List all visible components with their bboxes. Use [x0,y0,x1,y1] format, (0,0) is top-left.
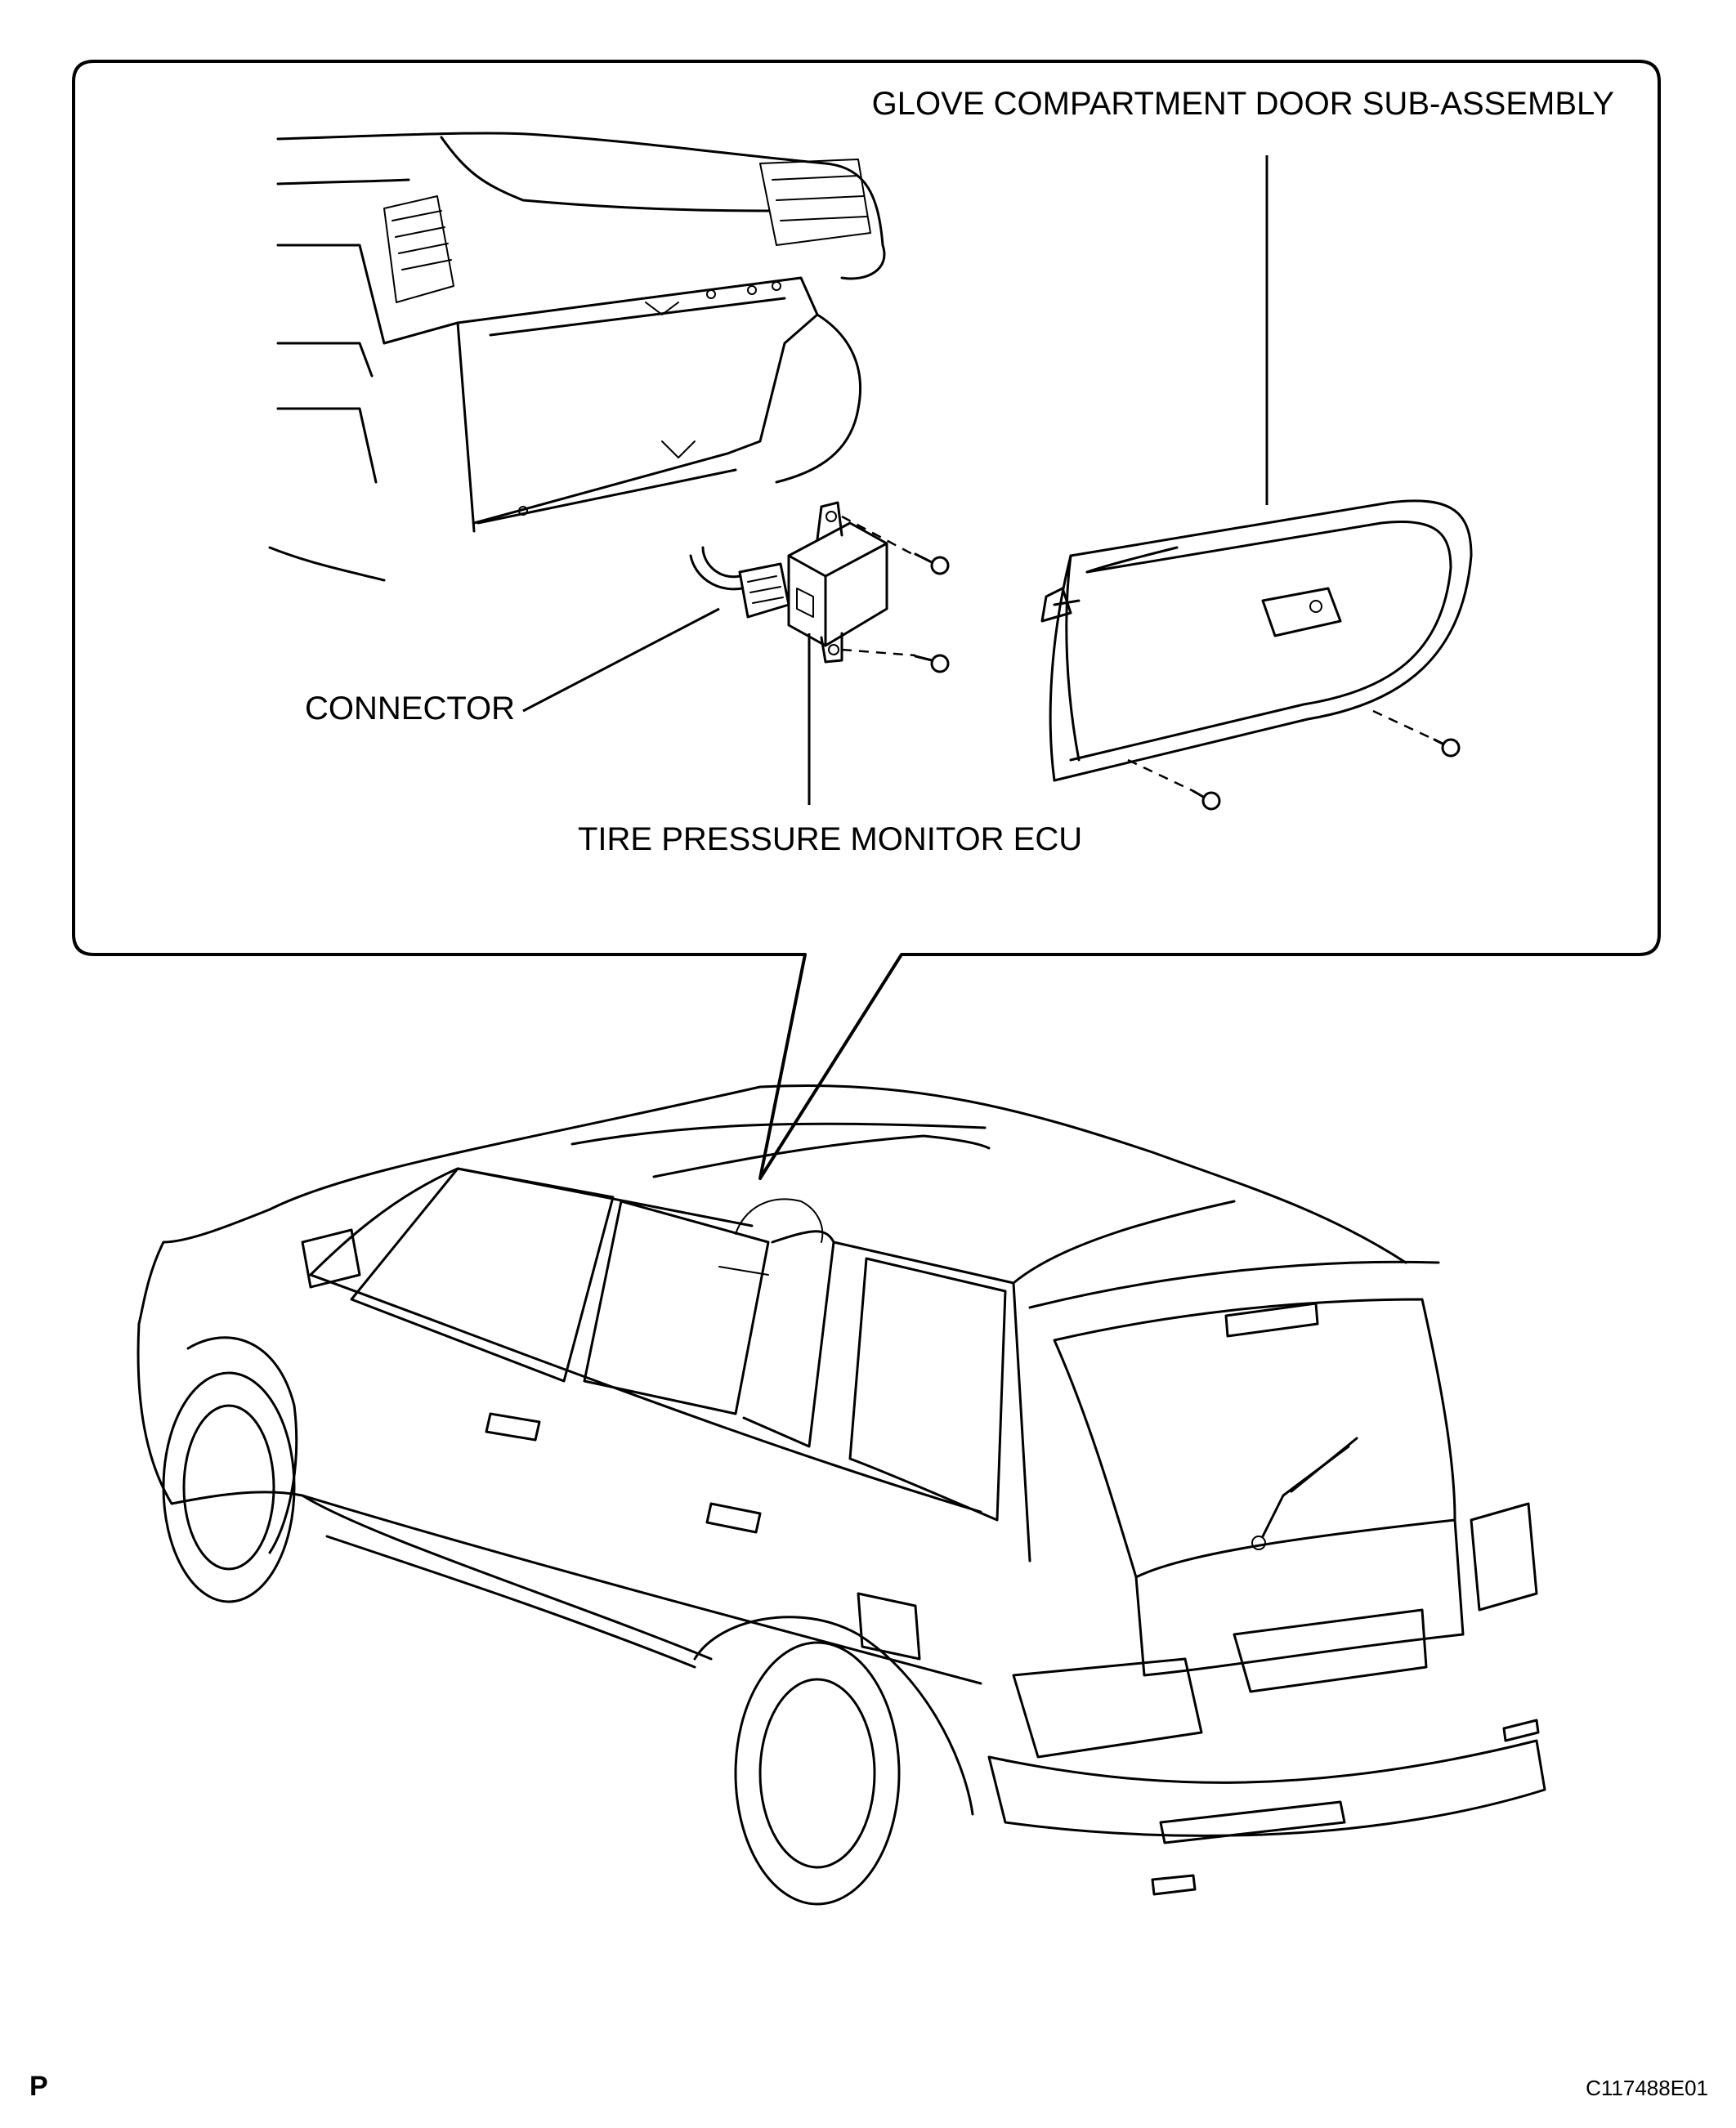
vehicle [136,1084,1546,1906]
instrument-panel [268,132,886,582]
figure-code: C117488E01 [1586,2076,1708,2100]
label-connector: CONNECTOR [305,691,515,726]
callout-frame [72,60,1661,1180]
glove-box-screw-left [1127,758,1221,811]
label-ecu: TIRE PRESSURE MONITOR ECU [578,821,1082,857]
glove-compartment-door [1040,499,1473,782]
label-glove-compartment: GLOVE COMPARTMENT DOOR SUB-ASSEMBLY [872,86,1614,122]
connector [689,546,790,619]
ecu-bolt-upper [841,515,950,575]
tire-pressure-monitor-ecu [787,501,888,664]
glove-box-screw-right [1372,709,1461,758]
ecu-bolt-lower [841,648,950,673]
leader-connector [522,607,720,713]
page-letter: P [29,2071,48,2102]
